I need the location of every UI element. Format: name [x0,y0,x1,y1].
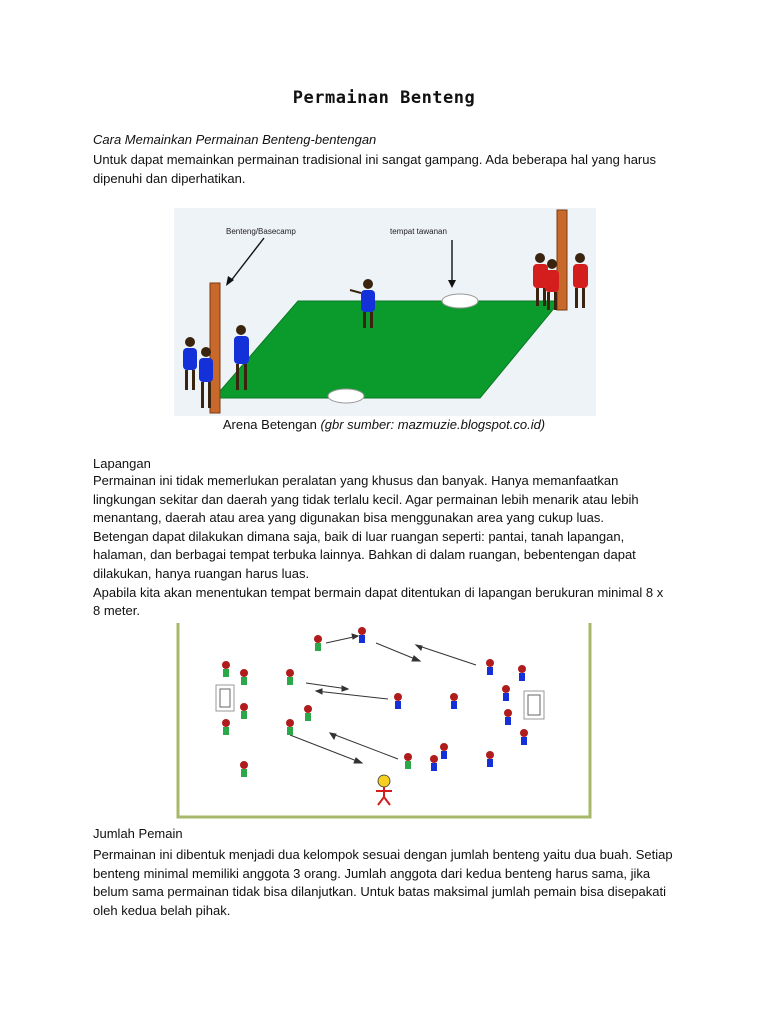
blue-player [486,659,494,675]
blue-player [440,743,448,759]
figure1-caption: Arena Betengan (gbr sumber: mazmuzie.blo… [0,417,768,432]
blue-player [199,347,213,408]
caption-main: Arena Betengan [222,417,317,432]
blue-player [358,627,366,643]
prison-circle-top [441,293,479,309]
paragraph-lapangan: Permainan ini tidak memerlukan peralatan… [93,473,664,619]
prison-circle-bottom [327,388,365,404]
red-player [533,253,548,306]
blue-player [486,751,494,767]
arena-illustration: Benteng/Basecamp tempat tawanan [174,208,596,416]
blue-player [504,709,512,725]
blue-player [450,693,458,709]
label-benteng: Benteng/Basecamp [226,227,296,236]
green-player [286,669,294,685]
page-title: Permainan Benteng [292,88,476,108]
heading-lapangan: Lapangan [93,456,151,471]
red-player [545,259,559,310]
label-tawanan: tempat tawanan [390,227,447,236]
section-subtitle: Cara Memainkan Permainan Benteng-benteng… [93,132,377,147]
green-player [286,719,294,735]
green-player [240,669,248,685]
blue-player [183,337,197,390]
blue-player [394,693,402,709]
caption-source: (gbr sumber: mazmuzie.blogspot.co.id) [320,417,546,432]
post-right [556,209,568,311]
paragraph-jumlah-pemain: Permainan ini dibentuk menjadi dua kelom… [93,847,673,918]
green-player [240,703,248,719]
post-left [209,282,221,414]
red-player [573,253,588,308]
intro-paragraph: Untuk dapat memainkan permainan tradisio… [93,152,656,186]
base-right [523,690,545,720]
blue-player [518,665,526,681]
green-player [222,719,230,735]
blue-player [430,755,438,771]
green-player [314,635,322,651]
blue-player [520,729,528,745]
blue-player [502,685,510,701]
heading-jumlah-pemain: Jumlah Pemain [93,826,183,841]
green-player [404,753,412,769]
referee-figure [376,774,392,806]
field-diagram [176,623,594,821]
green-player [222,661,230,677]
green-player [304,705,312,721]
blue-player [234,325,249,390]
green-player [240,761,248,777]
blue-player-running [349,279,375,328]
